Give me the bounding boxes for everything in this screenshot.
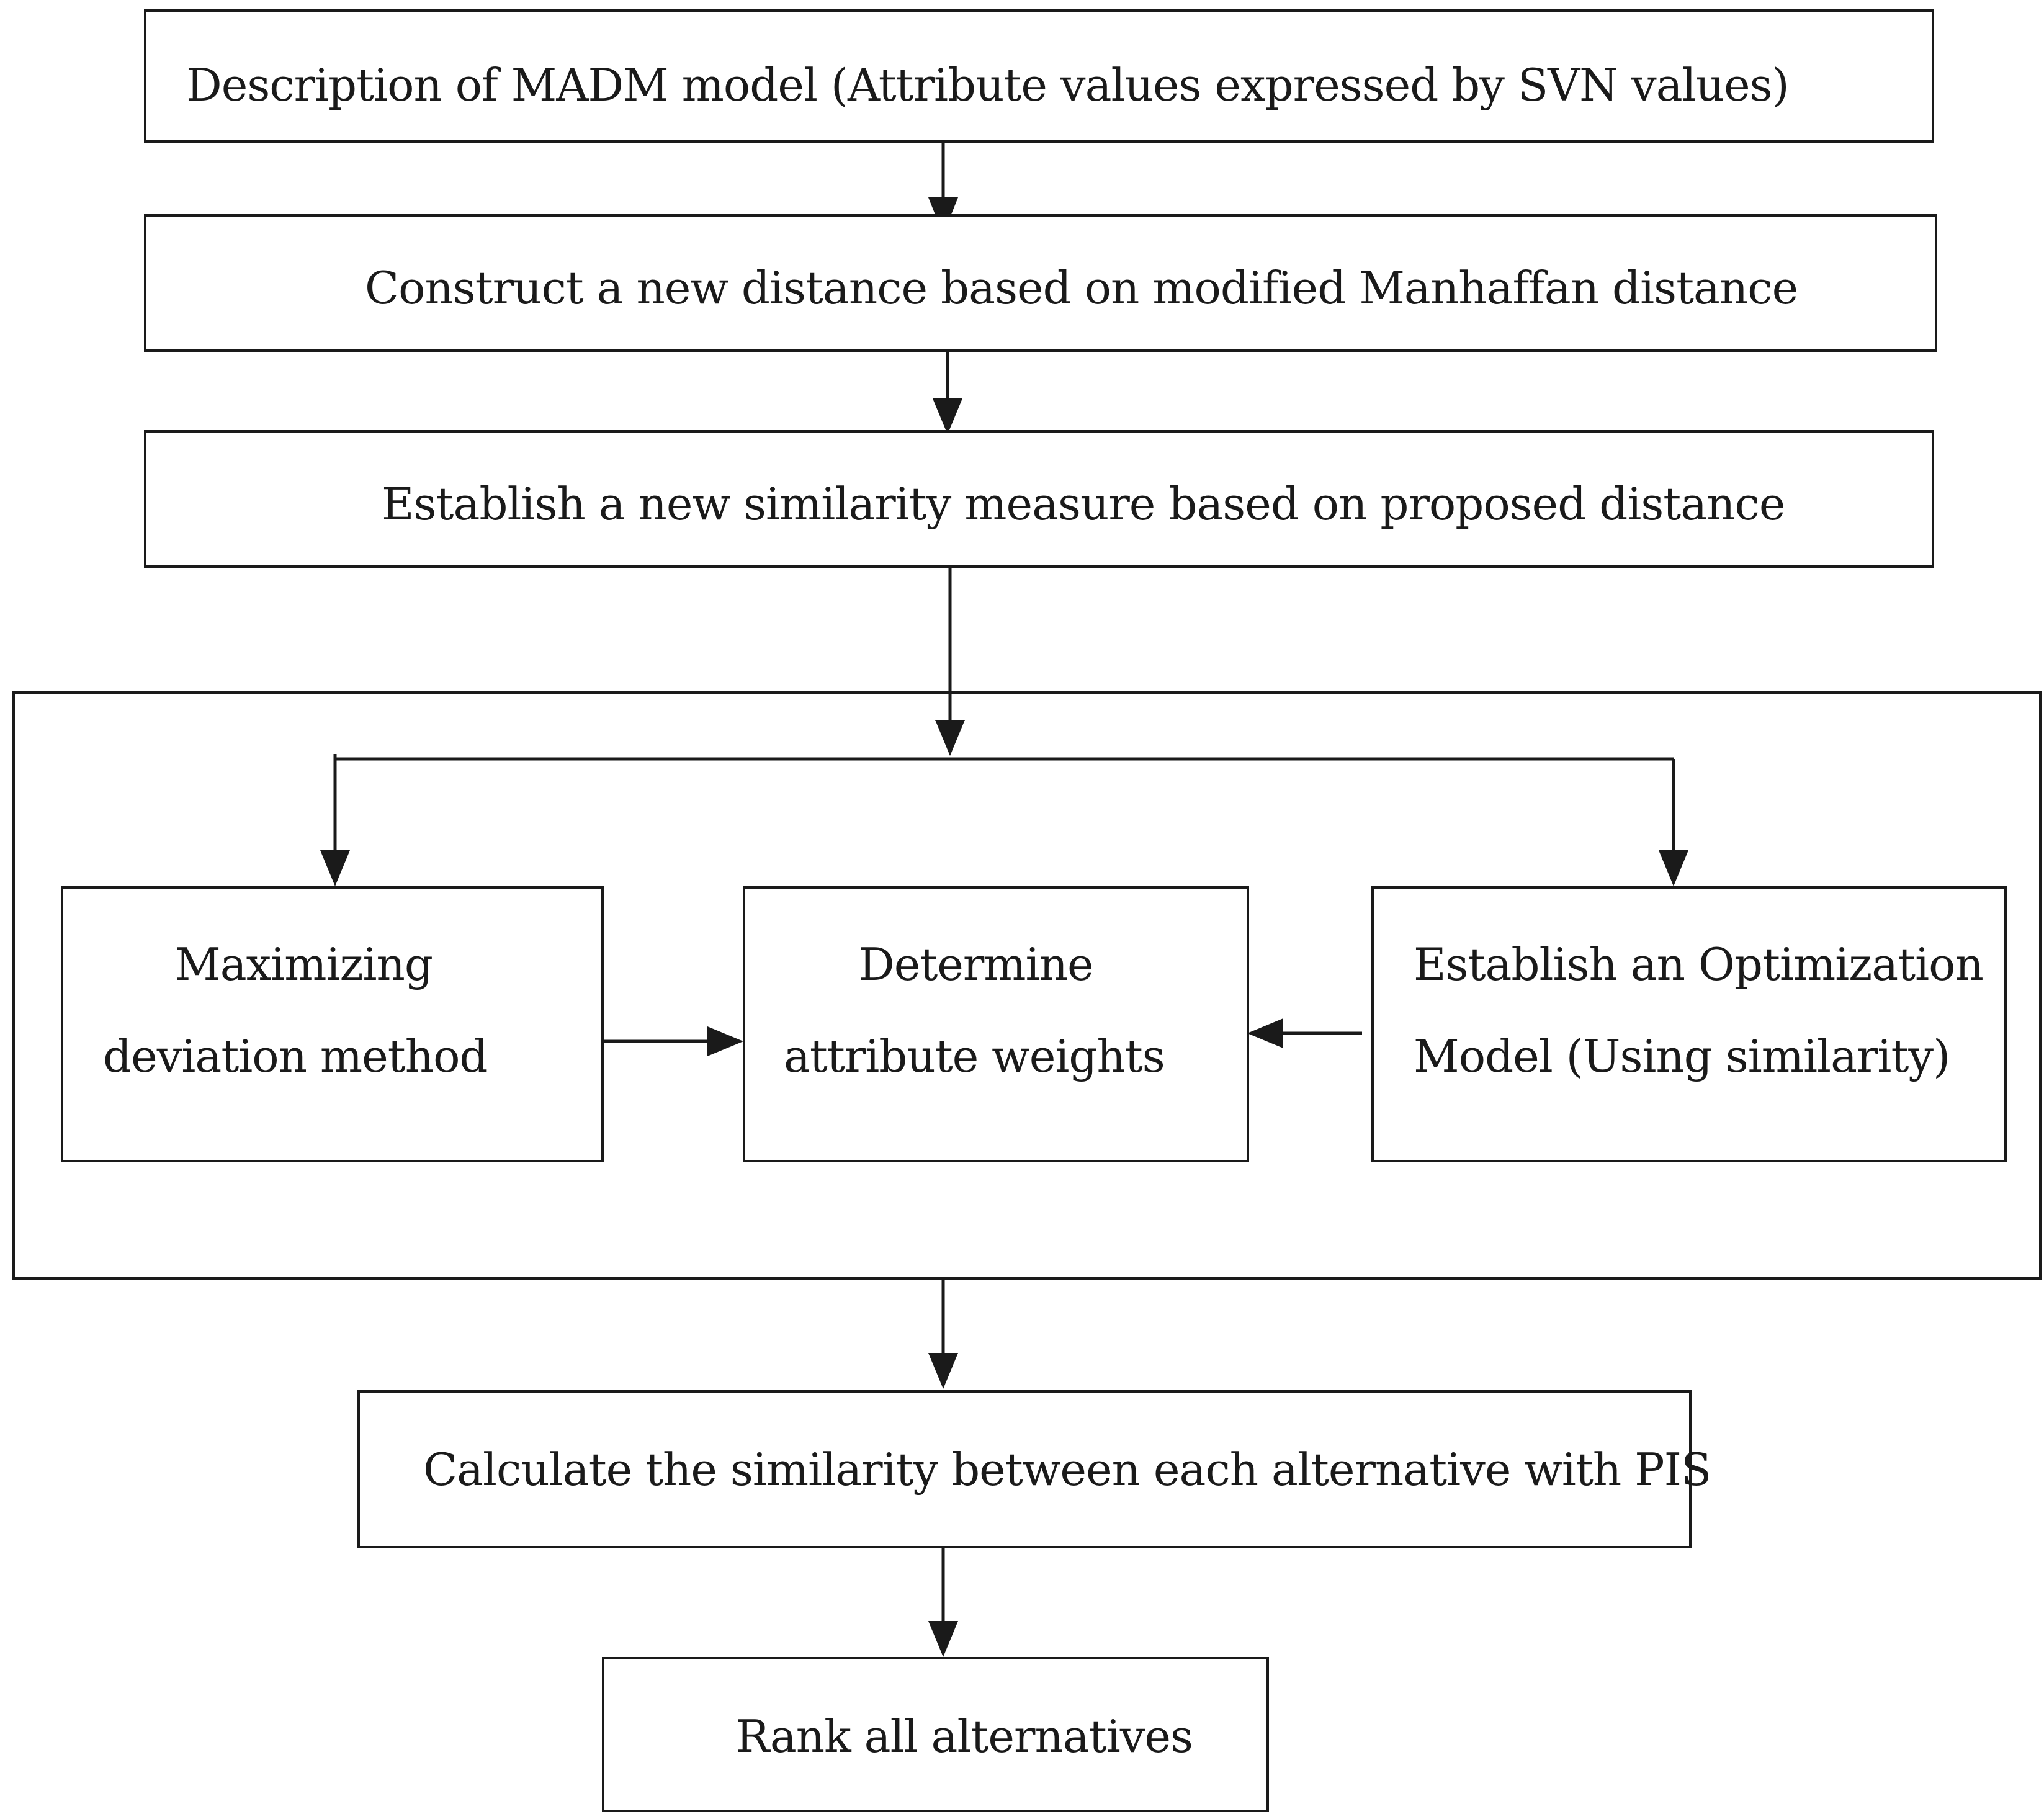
step-construct-distance-label: Construct a new distance based on modifi…	[365, 262, 1798, 314]
step-rank-alternatives-box: Rank all alternatives	[602, 1657, 1269, 1812]
step-construct-distance-box: Construct a new distance based on modifi…	[144, 214, 1937, 352]
step-establish-similarity-label: Establish a new similarity measure based…	[382, 478, 1785, 530]
arrowhead-calculate-to-rank	[928, 1621, 958, 1657]
weight-determination-group-frame	[12, 691, 2042, 1280]
step-optimization-model-line2: Model (Using similarity)	[1414, 1030, 1950, 1082]
step-optimization-model-line1: Establish an Optimization	[1414, 938, 1984, 990]
step-maximizing-deviation-box: Maximizing deviation method	[61, 886, 604, 1162]
step-describe-model-box: Description of MADM model (Attribute val…	[144, 9, 1934, 143]
arrowhead-weights-to-calculate	[928, 1353, 958, 1389]
step-determine-weights-line1: Determine	[859, 938, 1094, 990]
step-maximizing-deviation-line1: Maximizing	[175, 938, 433, 990]
step-establish-similarity-box: Establish a new similarity measure based…	[144, 430, 1934, 568]
step-describe-model-label: Description of MADM model (Attribute val…	[186, 59, 1790, 111]
step-determine-weights-box: Determine attribute weights	[743, 886, 1249, 1162]
step-determine-weights-line2: attribute weights	[784, 1030, 1165, 1082]
step-maximizing-deviation-line2: deviation method	[103, 1030, 488, 1082]
step-calculate-similarity-label: Calculate the similarity between each al…	[423, 1444, 1711, 1496]
arrowhead-maximizing-to-determine	[707, 1026, 743, 1056]
arrowhead-construct-to-similarity	[933, 398, 962, 434]
arrowhead-split-to-maximizing	[320, 850, 350, 886]
arrowhead-split-to-optimization	[1659, 850, 1688, 886]
step-rank-alternatives-label: Rank all alternatives	[736, 1710, 1193, 1762]
arrowhead-similarity-to-split	[935, 720, 965, 756]
step-optimization-model-box: Establish an Optimization Model (Using s…	[1371, 886, 2007, 1162]
arrowhead-optimization-to-determine	[1247, 1018, 1283, 1048]
step-calculate-similarity-box: Calculate the similarity between each al…	[357, 1390, 1711, 1548]
